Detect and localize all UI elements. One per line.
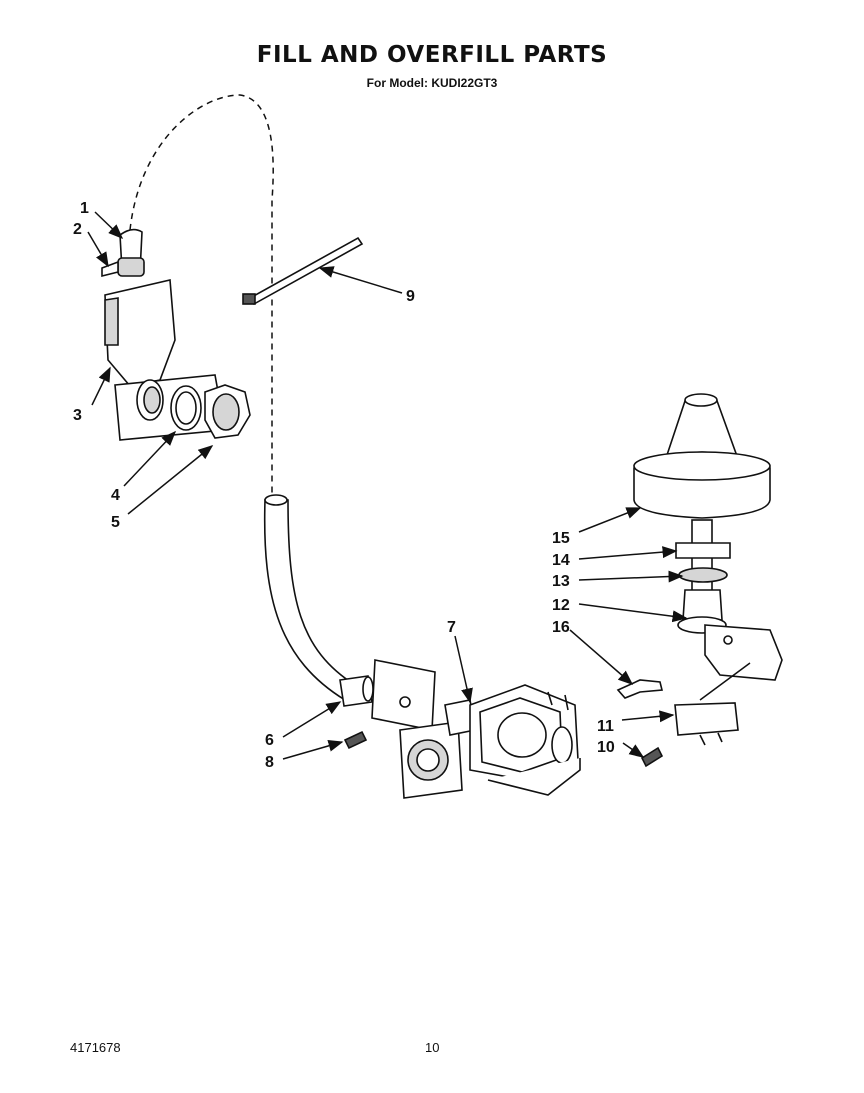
switch-assembly [640, 702, 739, 768]
callout-16: 16 [552, 619, 570, 636]
nut-and-gasket [136, 379, 251, 439]
leader-lines [87, 211, 751, 760]
fill-hose [263, 494, 374, 707]
cable-tie [242, 236, 364, 306]
callout-9: 9 [406, 288, 415, 305]
callout-5: 5 [111, 514, 120, 531]
callout-4: 4 [111, 487, 120, 504]
callout-11: 11 [597, 718, 614, 735]
callout-7: 7 [447, 619, 456, 636]
callout-1: 1 [80, 200, 89, 217]
callout-15: 15 [552, 530, 570, 547]
hose-route-dashed [129, 94, 274, 500]
water-valve [371, 659, 581, 799]
page-title: FILL AND OVERFILL PARTS [256, 42, 608, 68]
float-assembly [616, 393, 783, 699]
callout-3: 3 [73, 407, 82, 424]
model-subtitle: For Model: KUDI22GT3 [366, 76, 498, 90]
page-number: 10 [425, 1040, 440, 1055]
callout-10: 10 [597, 739, 615, 756]
callout-2: 2 [73, 221, 82, 238]
callout-6: 6 [265, 732, 274, 749]
callout-14: 14 [552, 552, 570, 569]
document-number: 4171678 [70, 1040, 121, 1055]
callout-8: 8 [265, 754, 274, 771]
callout-13: 13 [552, 573, 570, 590]
callout-12: 12 [552, 597, 570, 614]
screw-8 [343, 730, 368, 750]
